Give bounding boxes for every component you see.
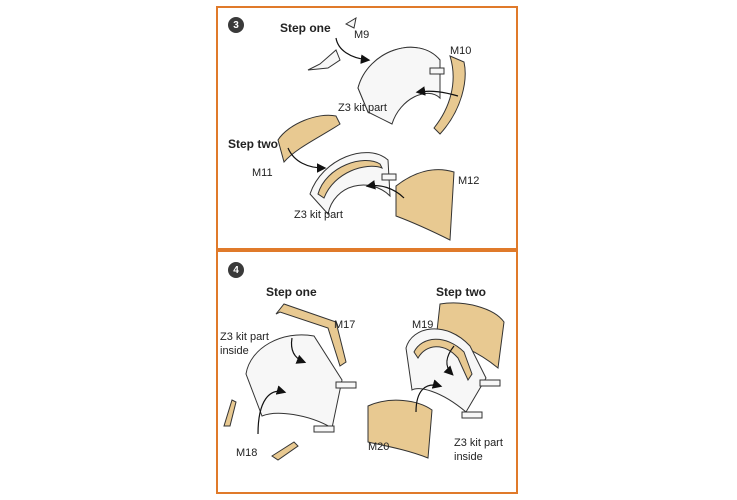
arrow-m18	[257, 385, 287, 435]
arrow-m10	[415, 86, 459, 97]
label-z3-kit-part-b: Z3 kit part	[294, 209, 343, 221]
panel-step-3: 3 Step one M9 Z3 kit part M10 Step two M…	[216, 6, 518, 252]
z3-kit-part-shell-c	[245, 334, 343, 429]
label-z3-kit-part-a: Z3 kit part	[338, 102, 387, 114]
label-m18: M18	[236, 447, 257, 459]
part-m9-tab	[344, 16, 357, 29]
part-m11	[277, 114, 341, 164]
step-two-title: Step two	[228, 137, 278, 151]
z3-kit-part-tab-c2	[313, 425, 335, 433]
arrow-m20	[415, 379, 443, 413]
z3-kit-part-tab-a	[429, 67, 445, 75]
label-z3-inside-a2: inside	[220, 345, 249, 357]
panel-step-4: 4 Step one M17 Z3 kit part inside M18 St…	[216, 248, 518, 494]
label-m11: M11	[252, 167, 273, 179]
label-m17: M17	[334, 319, 355, 331]
part-m18-a	[223, 399, 237, 427]
step-number-badge-3: 3	[228, 17, 244, 33]
arrow-m17	[290, 337, 307, 364]
part-m9-piece	[307, 49, 341, 71]
label-z3-inside-a1: Z3 kit part	[220, 331, 269, 343]
z3-kit-part-tab-d1	[479, 379, 501, 387]
label-m12: M12	[458, 175, 479, 187]
step-two-title-4: Step two	[436, 285, 486, 299]
label-z3-inside-b2: inside	[454, 451, 483, 463]
label-m19: M19	[412, 319, 433, 331]
step-one-title: Step one	[280, 21, 331, 35]
part-m10	[433, 55, 466, 135]
arrow-m9	[335, 37, 371, 64]
label-m20: M20	[368, 441, 389, 453]
z3-kit-part-shell-b	[309, 152, 391, 216]
step-number-badge-4: 4	[228, 262, 244, 278]
diagram-panel-4: Step one M17 Z3 kit part inside M18 Step…	[220, 285, 505, 463]
z3-kit-part-tab-b	[381, 173, 397, 181]
part-m20	[367, 399, 433, 459]
z3-kit-part-tab-d2	[461, 411, 483, 419]
part-m17	[275, 303, 347, 367]
part-m18-b	[271, 441, 299, 461]
arrow-m11	[287, 147, 327, 173]
label-m9: M9	[354, 29, 369, 41]
z3-kit-part-b-inner-band	[317, 160, 384, 199]
label-m10: M10	[450, 45, 471, 57]
arrow-m19	[443, 345, 455, 376]
step-one-title-4: Step one	[266, 285, 317, 299]
label-z3-inside-b1: Z3 kit part	[454, 437, 503, 449]
part-m12	[395, 169, 455, 241]
arrow-m12	[365, 180, 405, 199]
z3-kit-part-d-inner-band	[413, 338, 473, 382]
diagram-panel-3: Step one M9 Z3 kit part M10 Step two M11…	[228, 16, 479, 241]
z3-kit-part-tab-c1	[335, 381, 357, 389]
z3-kit-part-shell-a-back	[357, 46, 441, 125]
